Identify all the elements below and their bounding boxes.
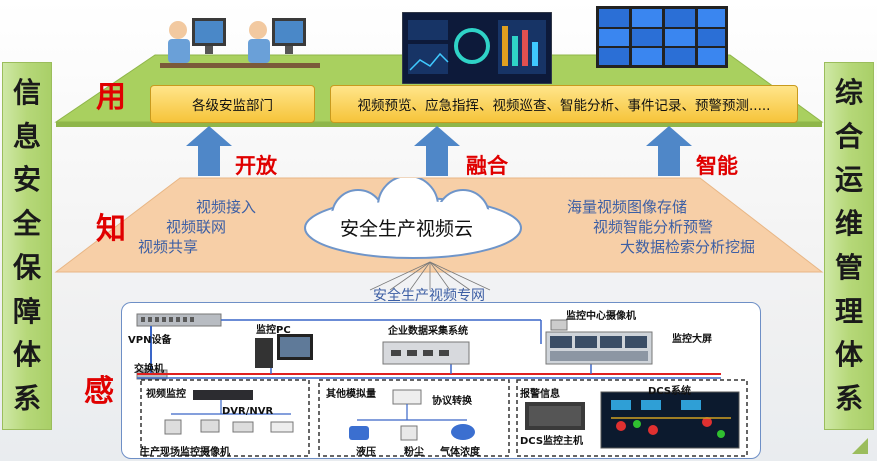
left-char: 保 [12, 250, 41, 284]
corner-icon [852, 438, 868, 454]
dcs-host-label: DCS监控主机 [520, 436, 584, 447]
video-monitor-label: 视频监控 [146, 389, 186, 400]
left-feature: 视频联网 [166, 218, 227, 236]
left-char: 障 [12, 294, 41, 328]
right-char: 合 [834, 119, 863, 153]
features-label: 视频预览、应急指挥、视频巡查、智能分析、事件记录、预警预测..... [357, 98, 771, 114]
left-char: 全 [12, 207, 41, 241]
departments-label: 各级安监部门 [192, 98, 273, 114]
monitor-pc-label: 监控PC [256, 325, 291, 336]
pressure-label: 液压 [356, 447, 376, 458]
right-char: 维 [834, 207, 863, 241]
right-side-column: 综 合 运 维 管 理 体 系 [824, 62, 874, 430]
layer-label-use: 用 [96, 80, 126, 115]
arrow-label-fusion: 融合 [466, 154, 508, 178]
center-camera-label: 监控中心摄像机 [566, 311, 636, 322]
switch-label: 交换机 [134, 364, 164, 375]
left-char: 安 [12, 163, 41, 197]
gas-label: 气体浓度 [440, 447, 480, 458]
vpn-label: VPN设备 [128, 335, 172, 346]
left-side-column: 信 息 安 全 保 障 体 系 [2, 62, 52, 430]
field-camera-label: 生产现场监控摄像机 [140, 447, 230, 458]
video-wall-icon [596, 6, 728, 68]
cloud-label: 安全生产视频云 [340, 218, 474, 240]
right-feature: 海量视频图像存储 [567, 198, 688, 216]
top-layer-edge [56, 122, 822, 127]
left-char: 体 [12, 338, 41, 372]
right-feature: 视频智能分析预警 [593, 218, 714, 236]
up-arrow-icon [646, 126, 692, 176]
right-feature: 大数据检索分析挖掘 [620, 238, 756, 256]
left-char: 信 [12, 75, 41, 109]
arrow-label-smart: 智能 [696, 154, 738, 178]
arrow-label-open: 开放 [235, 154, 277, 178]
right-char: 体 [834, 338, 863, 372]
left-feature: 视频接入 [196, 198, 257, 216]
left-feature: 视频共享 [138, 238, 199, 256]
features-box: 视频预览、应急指挥、视频巡查、智能分析、事件记录、预警预测..... [330, 85, 798, 123]
right-char: 综 [834, 75, 863, 109]
network-drawing [136, 313, 748, 457]
analog-label: 其他模拟量 [326, 389, 376, 400]
data-system-label: 企业数据采集系统 [388, 326, 468, 337]
up-arrow-icon [186, 126, 232, 176]
protocol-label: 协议转换 [432, 396, 472, 407]
right-char: 理 [834, 294, 863, 328]
dashboard-screen-icon [402, 12, 552, 84]
layer-label-sense: 感 [84, 374, 114, 409]
left-char: 息 [12, 119, 41, 153]
departments-box: 各级安监部门 [150, 85, 315, 123]
dust-label: 粉尘 [404, 447, 424, 458]
alarm-label: 报警信息 [520, 389, 560, 400]
dcs-system-label: DCS系统 [648, 386, 692, 397]
operators-illustration-icon [160, 18, 320, 68]
right-char: 系 [834, 382, 863, 416]
network-title: 安全生产视频专网 [373, 288, 485, 304]
bottom-layer-base [100, 270, 790, 300]
up-arrow-icon [414, 126, 460, 176]
layer-label-know: 知 [96, 212, 126, 247]
dvr-label: DVR/NVR [222, 406, 274, 417]
cloud-icon [304, 178, 522, 259]
right-char: 管 [834, 250, 863, 284]
big-screen-label: 监控大屏 [672, 334, 712, 345]
left-char: 系 [12, 382, 41, 416]
right-char: 运 [834, 163, 863, 197]
